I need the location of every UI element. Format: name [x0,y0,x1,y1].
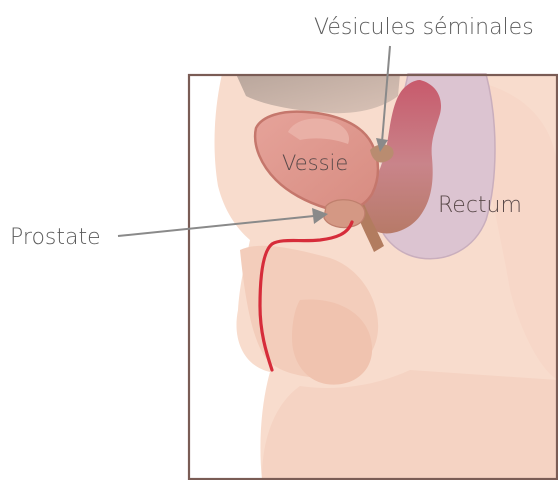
body-silhouette [188,74,558,480]
label-prostate: Prostate [10,225,101,250]
label-rectum: Rectum [438,193,522,218]
label-seminal-vesicles: Vésicules séminales [314,15,534,40]
prostate-shape [324,200,365,228]
label-bladder: Vessie [282,151,348,175]
